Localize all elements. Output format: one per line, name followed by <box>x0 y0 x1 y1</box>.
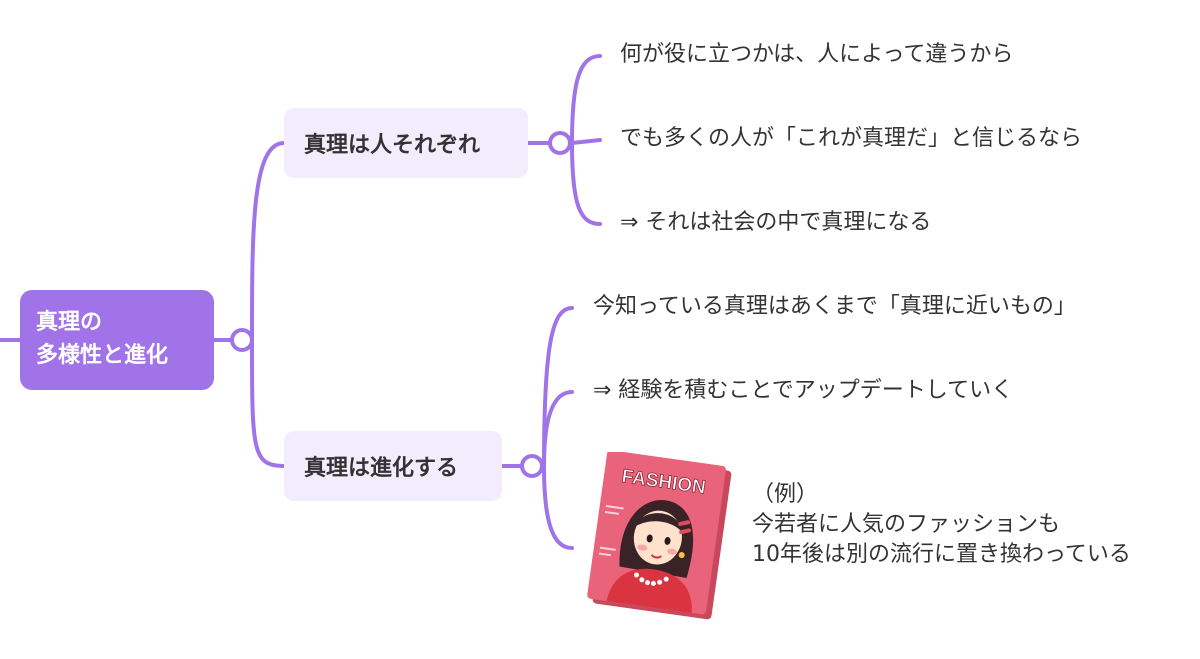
leaf-node[interactable]: 今知っている真理はあくまで「真理に近いもの」 <box>593 294 1076 319</box>
example-line: 今若者に人気のファッションも <box>752 512 1061 537</box>
branch-node-truth-evolves[interactable]: 真理は進化する <box>284 431 502 501</box>
leaf-node[interactable]: 何が役に立つかは、人によって違うから <box>620 42 1014 67</box>
leaf-node[interactable]: ⇒ それは社会の中で真理になる <box>620 210 932 235</box>
root-title-line2: 多様性と進化 <box>36 343 169 368</box>
branch-node-truth-varies[interactable]: 真理は人それぞれ <box>284 108 528 178</box>
example-line: 10年後は別の流行に置き換わっている <box>752 542 1131 567</box>
branch-label: 真理は進化する <box>304 456 459 481</box>
example-text-block[interactable]: （例） 今若者に人気のファッションも 10年後は別の流行に置き換わっている <box>752 480 1131 570</box>
branch-label: 真理は人それぞれ <box>304 133 481 158</box>
root-title-line1: 真理の <box>36 310 103 335</box>
leaf-node[interactable]: でも多くの人が「これが真理だ」と信じるなら <box>620 126 1083 151</box>
root-node[interactable]: 真理の 多様性と進化 <box>20 290 214 390</box>
branch1-connector-node <box>548 131 572 155</box>
root-connector-node <box>230 328 254 352</box>
branch2-connector-node <box>520 454 544 478</box>
leaf-node[interactable]: ⇒ 経験を積むことでアップデートしていく <box>593 378 1014 403</box>
example-heading: （例） <box>752 482 819 507</box>
fashion-magazine-icon: FASHION <box>587 452 732 620</box>
